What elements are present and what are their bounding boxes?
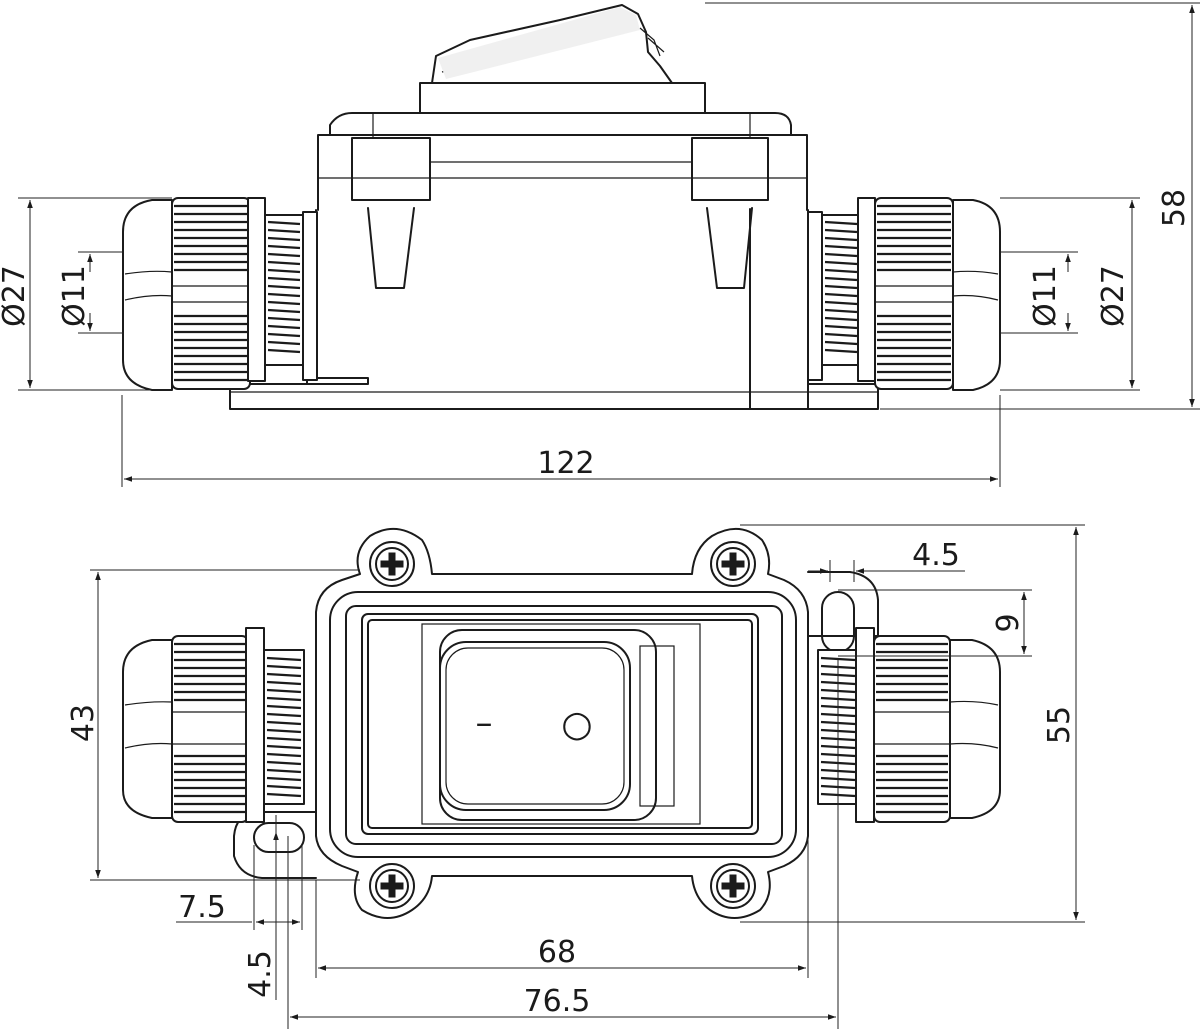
- gland-flange-right-side: [857, 197, 876, 382]
- housing-outline-top: [315, 528, 809, 919]
- gland-nut-right-top: [949, 639, 1001, 819]
- top-view-dimensions: [90, 524, 1085, 1029]
- rocker-switch-top: [439, 641, 631, 811]
- gland-nut-left-top: [122, 639, 173, 819]
- screw-post-right-side: [706, 207, 753, 289]
- switch-frame-top: [361, 613, 759, 835]
- top-view: – ○: [122, 528, 1001, 919]
- dim-overall-height: 58: [1157, 189, 1192, 227]
- gland-knurl-right-side: [877, 204, 951, 382]
- dim-body-length: 68: [538, 935, 576, 970]
- dim-body-height-top: 43: [66, 704, 101, 742]
- rocker-boot-side: [431, 4, 673, 84]
- mounting-tab-right: [807, 571, 879, 637]
- mounting-slot-right: [821, 591, 855, 653]
- switch-body-side: [315, 134, 809, 410]
- dim-slot-width-left: 4.5: [243, 950, 278, 998]
- dim-slot-width-right: 4.5: [912, 538, 960, 573]
- housing-inner-top: [345, 605, 783, 845]
- dim-overall-length: 122: [537, 446, 594, 481]
- screw-top-left-icon: [369, 541, 415, 587]
- off-symbol: –: [476, 703, 493, 743]
- lid-clip-right-side: [691, 137, 769, 201]
- dim-slot-offset: 7.5: [178, 890, 226, 925]
- gland-hex-left-side: [171, 197, 251, 390]
- dim-left-gland-diameter: Ø27: [0, 265, 32, 327]
- body-lid-side: [329, 112, 792, 136]
- dimension-labels: 58 Ø27 Ø11 Ø11 Ø27 122 43 55 4.5 9 7.5 4…: [0, 189, 1192, 1019]
- boot-shade: [438, 7, 640, 79]
- side-view: [122, 4, 1001, 410]
- mounting-base-side: [229, 377, 879, 410]
- gland-hex-right-side: [874, 197, 954, 390]
- side-view-dimensions: [18, 2, 1200, 487]
- rocker-housing-side: [419, 82, 706, 114]
- screw-bottom-right-icon: [710, 863, 756, 909]
- gland-knurl-left-side: [174, 204, 248, 382]
- lid-clip-left-side: [351, 137, 431, 201]
- gland-hex-left-top: [171, 635, 249, 823]
- dim-mount-length: 76.5: [524, 984, 591, 1019]
- dim-left-cable-diameter: Ø11: [57, 265, 92, 327]
- thread-right-side: [824, 220, 858, 354]
- gland-flange-left-side: [247, 197, 266, 382]
- dim-right-cable-diameter: Ø11: [1028, 265, 1063, 327]
- gland-hex-right-top: [873, 635, 951, 823]
- screw-bottom-left-icon: [369, 863, 415, 909]
- on-symbol: ○: [561, 704, 592, 745]
- mounting-slot-left: [253, 822, 305, 853]
- screw-post-left-side: [367, 207, 415, 289]
- dim-slot-length: 9: [991, 613, 1026, 632]
- screw-top-right-icon: [710, 541, 756, 587]
- gland-nut-right-side: [952, 199, 1001, 391]
- dim-total-width-top: 55: [1042, 706, 1077, 744]
- thread-left-side: [267, 220, 301, 354]
- dim-right-gland-diameter: Ø27: [1096, 265, 1131, 327]
